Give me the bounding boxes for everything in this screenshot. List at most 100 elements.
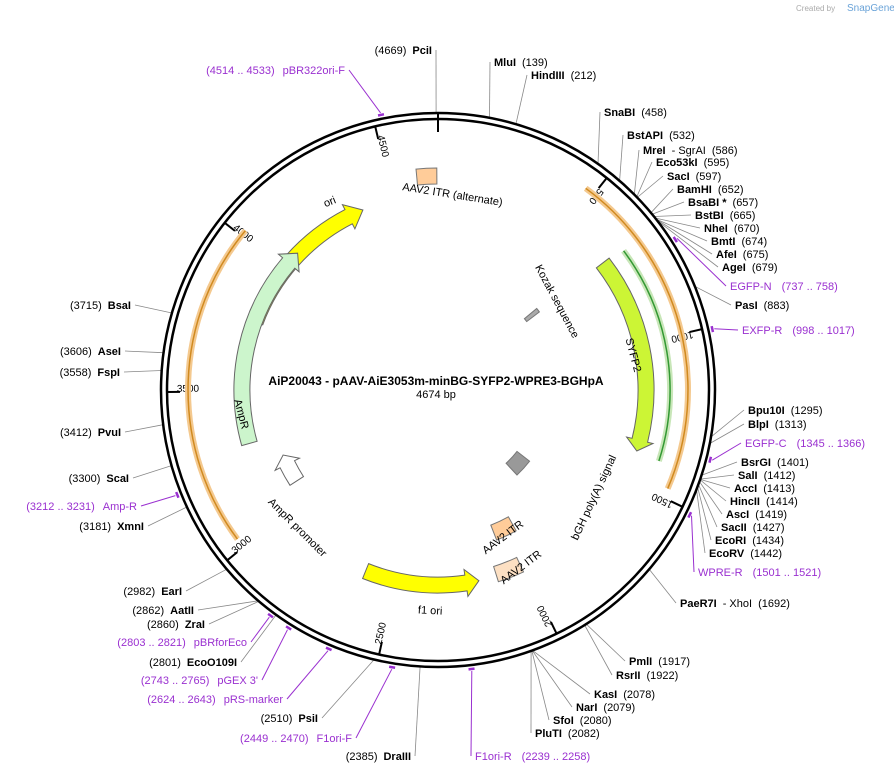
site-name: PluTI	[535, 728, 562, 740]
watermark-brand: SnapGene	[847, 3, 894, 14]
primer-mark	[285, 625, 292, 631]
site-label: SalI(1412)	[738, 470, 795, 482]
site-leader	[699, 479, 727, 502]
site-position: (2860)	[147, 619, 179, 631]
feature-kozak	[523, 307, 541, 323]
site-label: (3715)BsaI	[70, 300, 131, 312]
site-name: Eco53kI	[656, 157, 698, 169]
site-label: (3606)AseI	[60, 346, 121, 358]
site-leader	[147, 506, 188, 527]
site-leader	[531, 650, 550, 721]
site-leader	[699, 481, 723, 515]
primer-leader	[286, 650, 329, 700]
site-name: EcoO109I	[187, 657, 237, 669]
primer-name: pBRforEco	[194, 637, 247, 649]
site-position: (1413)	[763, 483, 795, 495]
primer-label: EXFP-R(998 .. 1017)	[742, 325, 855, 337]
plasmid-title: AiP20043 - pAAV-AiE3053m-minBG-SYFP2-WPR…	[268, 374, 604, 388]
primer-leader	[470, 670, 473, 757]
site-leader	[656, 220, 719, 268]
primer-mark	[710, 325, 715, 333]
outer-arc-right	[585, 187, 689, 489]
site-name: PsiI	[298, 713, 318, 725]
site-label: BamHI(652)	[677, 184, 744, 196]
primer-leader	[140, 495, 176, 507]
site-position: - XhoI	[723, 598, 752, 610]
primer-label: EGFP-C(1345 .. 1366)	[745, 438, 865, 450]
site-name: AatII	[170, 605, 194, 617]
site-position: (1414)	[766, 496, 798, 508]
site-position: (3715)	[70, 300, 102, 312]
site-name: XmnI	[117, 521, 144, 533]
site-label: BsrGI(1401)	[741, 457, 809, 469]
site-leader	[208, 600, 260, 625]
primer-mark	[672, 236, 678, 243]
site-name: AseI	[98, 346, 121, 358]
site-label: (3412) PvuI	[60, 427, 121, 439]
site-leader	[489, 61, 491, 118]
primer-range: (1501 .. 1521)	[753, 567, 822, 579]
site-label: (2862)AatII	[132, 605, 194, 617]
site-leader	[701, 461, 738, 476]
site-leader	[651, 201, 685, 215]
site-name: AgeI	[722, 262, 746, 274]
site-label: Eco53kI(595)	[656, 157, 729, 169]
primer-leader	[714, 328, 739, 331]
site-name: FspI	[97, 367, 120, 379]
feature-label-kozak: Kozak sequence	[532, 263, 581, 340]
site-name: ZraI	[185, 619, 205, 631]
primer-range: (4514 .. 4533)	[206, 65, 275, 77]
site-label: SfoI(2080)	[553, 715, 612, 727]
site-position: (139)	[522, 57, 548, 69]
site-leader	[710, 409, 745, 438]
primer-name: pBR322ori-F	[283, 65, 346, 77]
feature-label-bgh: bGH poly(A) signal	[569, 453, 619, 542]
site-label: PasI(883)	[735, 300, 789, 312]
site-leader	[123, 370, 162, 373]
site-label: EcoRV(1442)	[709, 548, 782, 560]
primer-name: Amp-R	[103, 501, 137, 513]
site-label: SnaBI(458)	[604, 107, 667, 119]
site-label: (3181)XmnI	[79, 521, 144, 533]
site-name: EarI	[161, 586, 182, 598]
site-position: (675)	[743, 249, 769, 261]
primer-range: (2449 .. 2470)	[240, 733, 309, 745]
primer-label: (3212 .. 3231)Amp-R	[26, 501, 137, 513]
feature-label-f1-ori: f1 ori	[418, 604, 443, 617]
site-label: PmlI(1917)	[629, 656, 690, 668]
site-leader	[532, 650, 591, 695]
site-position: (1401)	[777, 457, 809, 469]
site-position: (2385)	[346, 751, 378, 763]
site-labels: (4669)PciIMluI(139)HindIII(212)SnaBI(458…	[60, 45, 823, 763]
site-name: SacII	[721, 522, 747, 534]
tick-label: 2500	[373, 621, 389, 646]
site-leader	[633, 149, 640, 195]
site-position: (1295)	[791, 405, 823, 417]
primer-name: WPRE-R	[698, 567, 743, 579]
site-label: MreI- SgrAI(586)	[643, 145, 738, 157]
primer-name: F1ori-R	[475, 751, 512, 763]
site-label: (3300)ScaI	[69, 473, 129, 485]
primer-mark	[175, 491, 180, 499]
outer-arc-left	[187, 230, 246, 540]
site-position: (3412)	[60, 427, 92, 439]
site-label: NheI(670)	[704, 223, 760, 235]
site-label: BstBI(665)	[695, 210, 755, 222]
primer-name: pRS-marker	[224, 694, 284, 706]
site-leader	[655, 219, 713, 255]
primer-label: EGFP-N(737 .. 758)	[730, 281, 838, 293]
site-label: (2982)EarI	[123, 586, 182, 598]
site-position: (4669)	[375, 45, 407, 57]
primer-range: (2624 .. 2643)	[147, 694, 216, 706]
site-name: ScaI	[106, 473, 129, 485]
site-leader	[700, 479, 731, 489]
site-name: EcoRI	[715, 535, 746, 547]
site-label: BlpI(1313)	[748, 419, 807, 431]
site-position: (532)	[669, 130, 695, 142]
site-position: (597)	[696, 171, 722, 183]
site-leader	[655, 217, 701, 229]
site-label: Bpu10I(1295)	[748, 405, 822, 417]
site-leader	[698, 484, 718, 528]
primer-name: pGEX 3'	[217, 675, 258, 687]
site-name: PvuI	[98, 427, 121, 439]
